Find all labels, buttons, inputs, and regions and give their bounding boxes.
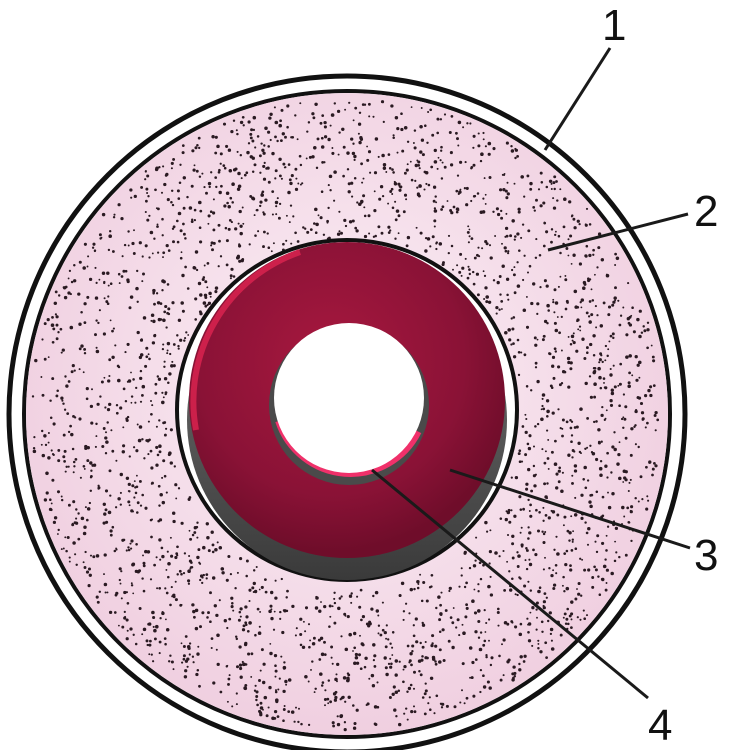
lumen [274, 323, 424, 473]
label-3: 3 [694, 531, 718, 580]
label-1: 1 [602, 1, 626, 50]
leader-line-1 [545, 48, 610, 150]
label-2: 2 [694, 187, 718, 236]
label-4: 4 [648, 701, 672, 750]
